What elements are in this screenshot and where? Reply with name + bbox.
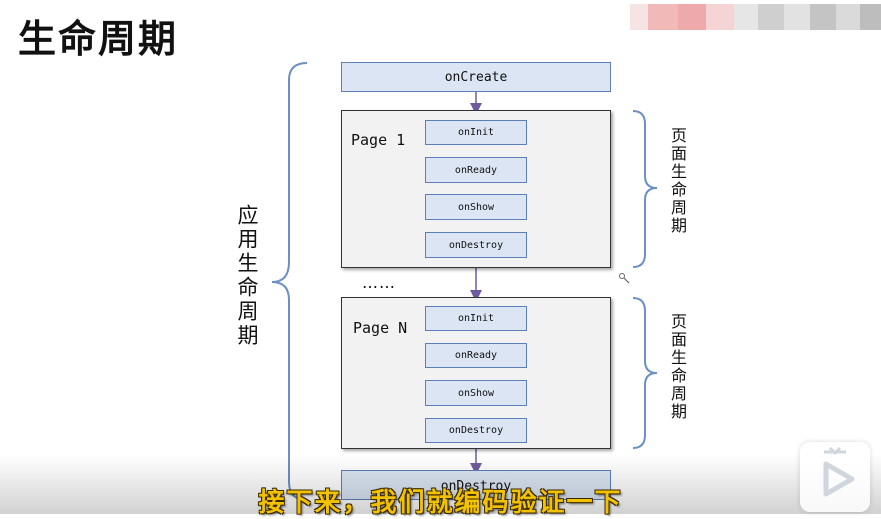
slide-title: 生命周期 [18, 16, 179, 61]
page-1-lifecycle-label: 页面生命周期 [668, 127, 687, 235]
pageN-lifecycle-brace [632, 297, 658, 449]
play-button[interactable] [800, 442, 870, 512]
page1-lifecycle-brace [632, 110, 658, 268]
page-1-oninit-box: onInit [425, 120, 527, 145]
app-ondestroy-box: onDestroy [341, 470, 611, 500]
page-n-onready-box: onReady [425, 343, 527, 368]
blurred-watermark [630, 4, 881, 30]
more-pages-ellipsis: …… [362, 273, 396, 292]
page-n-lifecycle-label: 页面生命周期 [668, 313, 687, 421]
video-subtitle: 接下来，我们就编码验证一下 [258, 488, 623, 518]
page-n-ondestroy-box: onDestroy [425, 418, 527, 443]
app-lifecycle-label: 应用生命周期 [235, 204, 259, 348]
page-1-ondestroy-box: onDestroy [425, 232, 527, 258]
page-1-onshow-box: onShow [425, 194, 527, 220]
page-n-oninit-box: onInit [425, 306, 527, 331]
play-icon [823, 446, 855, 497]
app-lifecycle-brace [271, 62, 308, 501]
page-1-label: Page 1 [351, 131, 406, 149]
page-1-onready-box: onReady [425, 157, 527, 183]
page-n-onshow-box: onShow [425, 380, 527, 406]
video-bottom-shade [0, 455, 881, 514]
cursor-icon [619, 273, 630, 284]
page-n-label: Page N [353, 319, 408, 337]
oncreate-box: onCreate [341, 62, 611, 92]
